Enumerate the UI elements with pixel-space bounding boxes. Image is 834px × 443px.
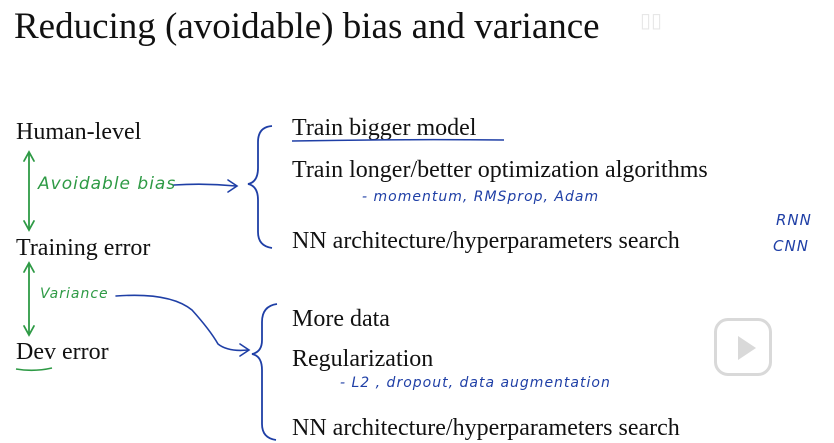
bias-remedy-optimization: Train longer/better optimization algorit… (292, 157, 708, 183)
label-human-level: Human-level (16, 119, 142, 145)
watermark: ▯▯ (640, 6, 820, 34)
bias-arrow (173, 179, 239, 193)
annotation-avoidable-bias: Avoidable bias (38, 174, 177, 194)
label-training-error: Training error (16, 235, 151, 261)
bilibili-logo-icon: ▯▯ (640, 8, 663, 32)
play-button[interactable] (714, 318, 772, 376)
variance-double-arrow (23, 261, 35, 337)
note-regularizers: - L2 , dropout, data augmentation (340, 375, 611, 391)
variance-remedy-architecture: NN architecture/hyperparameters search (292, 415, 680, 441)
note-optimizers: - momentum, RMSprop, Adam (362, 189, 600, 205)
variance-brace (251, 303, 278, 441)
slide-title: Reducing (avoidable) bias and variance (14, 6, 600, 47)
bias-remedy-bigger-model: Train bigger model (292, 115, 477, 141)
annotation-variance: Variance (40, 286, 109, 302)
dev-error-underline (15, 367, 53, 372)
bigger-model-underline (291, 138, 505, 142)
variance-remedy-regularization: Regularization (292, 346, 434, 372)
note-rnn: RNN (776, 211, 812, 229)
play-icon (738, 336, 756, 360)
variance-arrow (115, 294, 251, 357)
bias-double-arrow (23, 150, 35, 232)
note-cnn: CNN (773, 237, 809, 255)
bias-brace (247, 125, 273, 249)
variance-remedy-more-data: More data (292, 306, 390, 332)
bias-remedy-architecture: NN architecture/hyperparameters search (292, 228, 680, 254)
label-dev-error: Dev error (16, 339, 109, 365)
